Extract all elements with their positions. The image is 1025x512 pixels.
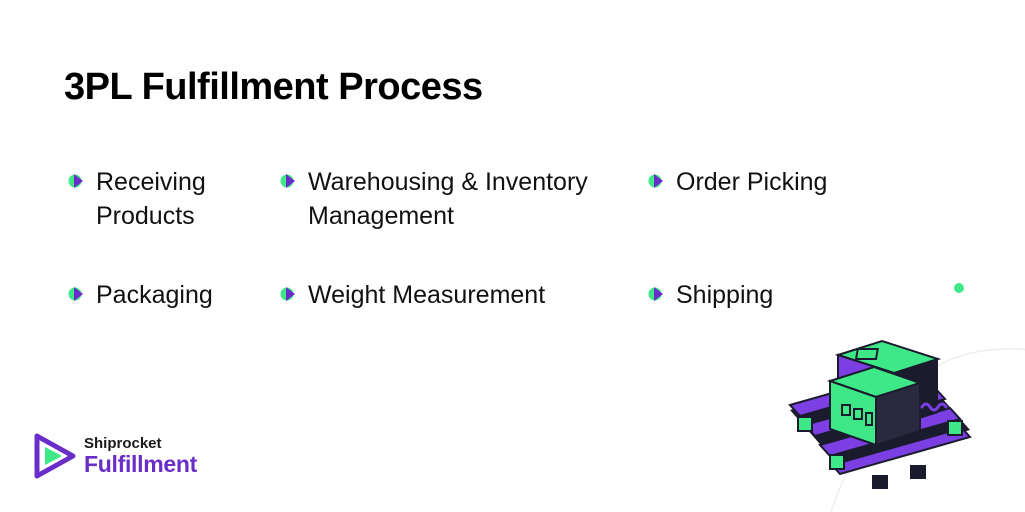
logo-title: Fulfillment <box>84 451 197 477</box>
logo-subtitle: Shiprocket <box>84 435 162 452</box>
step-label: Shipping <box>676 281 774 309</box>
brand-logo: Shiprocket Fulfillment <box>32 432 197 480</box>
arrow-bullet-icon <box>68 287 83 301</box>
step-packaging: Packaging <box>68 278 268 312</box>
step-shipping: Shipping <box>648 278 848 312</box>
arrow-bullet-icon <box>648 287 663 301</box>
arrow-bullet-icon <box>280 287 295 301</box>
step-label: Weight Measurement <box>308 281 546 309</box>
arrow-bullet-icon <box>648 174 663 188</box>
step-weight-measurement: Weight Measurement <box>280 278 600 312</box>
step-warehousing: Warehousing & Inventory Management <box>280 165 600 233</box>
step-label: Packaging <box>96 281 213 309</box>
step-receiving-products: Receiving Products <box>68 165 238 233</box>
step-order-picking: Order Picking <box>648 165 908 199</box>
step-label: Order Picking <box>676 168 828 196</box>
boxes-on-pallet-icon <box>788 339 1025 512</box>
step-label: Receiving Products <box>96 168 206 230</box>
page-title: 3PL Fulfillment Process <box>64 66 483 108</box>
step-label: Warehousing & Inventory Management <box>308 168 588 230</box>
arrow-bullet-icon <box>68 174 83 188</box>
arrow-bullet-icon <box>280 174 295 188</box>
play-logo-icon <box>34 433 76 479</box>
decorative-dot <box>954 283 964 293</box>
